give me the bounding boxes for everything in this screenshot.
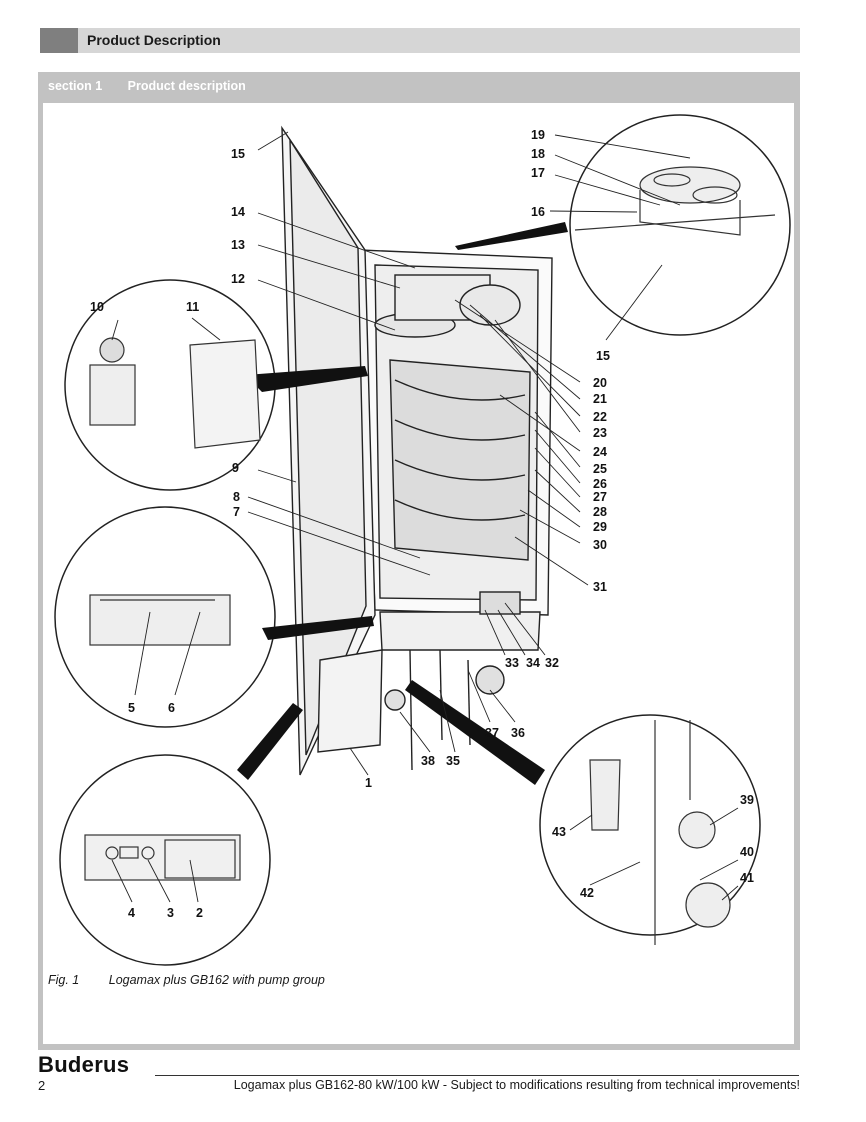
callout-37: 37: [485, 726, 499, 740]
callout-42: 42: [580, 886, 594, 900]
callout-34: 34: [526, 656, 540, 670]
callout-9: 9: [232, 461, 239, 475]
page-header-bar: Product Description: [40, 28, 800, 53]
callout-19: 19: [531, 128, 545, 142]
callout-14: 14: [231, 205, 245, 219]
callout-36: 36: [511, 726, 525, 740]
footer-rule: [155, 1075, 799, 1076]
callout-2: 2: [196, 906, 203, 920]
callout-29: 29: [593, 520, 607, 534]
callout-38: 38: [421, 754, 435, 768]
callout-18: 18: [531, 147, 545, 161]
callout-26: 26: [593, 477, 607, 491]
callout-23: 23: [593, 426, 607, 440]
callout-31: 31: [593, 580, 607, 594]
callout-25: 25: [593, 462, 607, 476]
callout-32: 32: [545, 656, 559, 670]
callout-24: 24: [593, 445, 607, 459]
page-header-title: Product Description: [87, 32, 221, 48]
callout-22: 22: [593, 410, 607, 424]
callout-16: 16: [531, 205, 545, 219]
callout-28: 28: [593, 505, 607, 519]
callout-39: 39: [740, 793, 754, 807]
callout-41: 41: [740, 871, 754, 885]
callout-30: 30: [593, 538, 607, 552]
callout-7: 7: [233, 505, 240, 519]
figure-caption-text: Logamax plus GB162 with pump group: [108, 973, 325, 987]
callout-17: 17: [531, 166, 545, 180]
callout-6: 6: [168, 701, 175, 715]
callout-3: 3: [167, 906, 174, 920]
callout-21: 21: [593, 392, 607, 406]
callout-5: 5: [128, 701, 135, 715]
brand-logo: Buderus: [38, 1052, 130, 1077]
section-bar: section 1 Product description: [48, 79, 268, 93]
callout-12: 12: [231, 272, 245, 286]
callout-35: 35: [446, 754, 460, 768]
header-tab-marker: [40, 28, 78, 53]
callout-40: 40: [740, 845, 754, 859]
callout-1: 1: [365, 776, 372, 790]
page-number: 2: [38, 1078, 46, 1093]
callout-11: 11: [186, 300, 199, 314]
callout-10: 10: [90, 300, 104, 314]
callout-20: 20: [593, 376, 607, 390]
callout-33: 33: [505, 656, 519, 670]
callout-8: 8: [233, 490, 240, 504]
callout-13: 13: [231, 238, 245, 252]
section-label: section 1: [48, 79, 103, 93]
section-title: Product description: [127, 79, 246, 93]
callout-15-door: 15: [231, 147, 245, 161]
figure-number: Fig. 1: [48, 973, 80, 987]
callout-4: 4: [128, 906, 135, 920]
footer-text: Logamax plus GB162-80 kW/100 kW - Subjec…: [233, 1078, 800, 1092]
callout-43: 43: [552, 825, 566, 839]
callout-15-detail: 15: [596, 349, 610, 363]
callout-27: 27: [593, 490, 607, 504]
figure-caption: Fig. 1 Logamax plus GB162 with pump grou…: [48, 973, 325, 987]
